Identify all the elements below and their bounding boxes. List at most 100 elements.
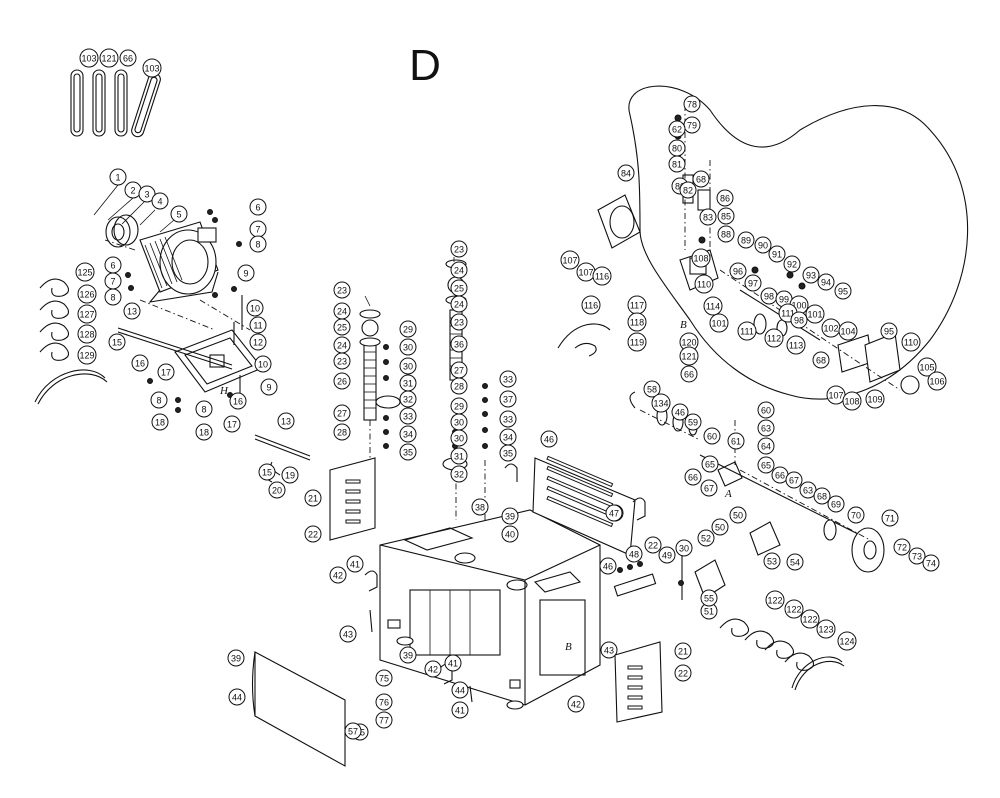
- callout-label: 11: [253, 321, 262, 331]
- sub-label-h: H: [219, 385, 229, 397]
- callout-22: 22: [674, 664, 692, 682]
- callout-89: 89: [737, 231, 755, 249]
- callout-label: 92: [787, 260, 797, 270]
- callout-label: 122: [767, 596, 782, 606]
- callout-15: 15: [258, 463, 276, 481]
- callout-label: 101: [711, 319, 726, 329]
- callout-label: 119: [630, 338, 644, 348]
- callout-label: 46: [544, 435, 554, 445]
- callout-label: 30: [403, 362, 413, 372]
- callout-67: 67: [700, 479, 718, 497]
- callout-label: 39: [403, 651, 413, 661]
- callout-106: 106: [927, 371, 947, 391]
- callout-label: 58: [647, 385, 657, 395]
- callout-33: 33: [499, 370, 517, 388]
- callout-7: 7: [104, 272, 122, 290]
- callout-17: 17: [223, 415, 241, 433]
- callout-103: 103: [142, 58, 162, 78]
- callout-label: 23: [454, 318, 464, 328]
- callout-74: 74: [922, 554, 940, 572]
- callout-label: 94: [821, 278, 831, 288]
- callout-label: 100: [791, 301, 806, 311]
- callout-label: 112: [767, 334, 781, 344]
- callout-label: 123: [818, 625, 833, 635]
- hinge-brackets: [364, 463, 646, 710]
- callout-label: 67: [789, 476, 799, 486]
- callout-label: 50: [715, 523, 725, 533]
- callout-label: 70: [851, 511, 861, 521]
- callout-72: 72: [893, 538, 911, 556]
- callout-50: 50: [729, 506, 747, 524]
- callout-88: 88: [717, 225, 735, 243]
- callout-103: 103: [79, 48, 99, 68]
- callout-65: 65: [701, 455, 719, 473]
- callout-39: 39: [501, 507, 519, 525]
- callout-16: 16: [131, 354, 149, 372]
- callout-20: 20: [268, 481, 286, 499]
- callout-91: 91: [768, 245, 786, 263]
- callout-label: 89: [741, 236, 751, 246]
- callout-101: 101: [709, 313, 729, 333]
- callout-label: 29: [403, 325, 413, 335]
- callout-label: 6: [110, 261, 115, 271]
- callout-3: 3: [138, 185, 156, 203]
- callout-label: 86: [720, 194, 730, 204]
- callout-24: 24: [450, 261, 468, 279]
- callout-label: 99: [779, 295, 789, 305]
- callout-25: 25: [450, 279, 468, 297]
- callout-27: 27: [333, 404, 351, 422]
- callout-126: 126: [77, 284, 97, 304]
- callout-label: 13: [281, 417, 291, 427]
- callout-101: 101: [805, 304, 825, 324]
- callout-4: 4: [151, 192, 169, 210]
- callout-61: 61: [727, 432, 745, 450]
- callout-label: 13: [127, 307, 137, 317]
- callout-71: 71: [881, 509, 899, 527]
- callout-108: 108: [842, 391, 862, 411]
- callout-44: 44: [451, 681, 469, 699]
- callout-label: 111: [781, 309, 795, 319]
- callout-7: 7: [249, 220, 267, 238]
- callout-label: 66: [123, 54, 133, 64]
- callout-label: 1: [115, 173, 120, 183]
- callout-label: 108: [844, 397, 859, 407]
- callout-label: 106: [929, 377, 944, 387]
- callout-118: 118: [627, 312, 647, 332]
- callout-label: 93: [806, 271, 816, 281]
- callout-label: 18: [155, 418, 165, 428]
- callout-97: 97: [744, 274, 762, 292]
- callout-95: 95: [880, 322, 898, 340]
- callout-43: 43: [339, 625, 357, 643]
- callout-label: 78: [687, 100, 697, 110]
- callout-label: 8: [156, 396, 161, 406]
- callout-label: 8: [255, 240, 260, 250]
- callout-129: 129: [77, 345, 97, 365]
- callout-label: 84: [621, 169, 631, 179]
- callout-119: 119: [627, 332, 647, 352]
- callout-label: 16: [233, 397, 243, 407]
- callout-label: 126: [79, 290, 94, 300]
- callout-16: 16: [229, 392, 247, 410]
- callout-98: 98: [760, 287, 778, 305]
- callout-47: 47: [605, 504, 623, 522]
- callout-25: 25: [333, 318, 351, 336]
- callout-30: 30: [399, 338, 417, 356]
- callout-134: 134: [651, 393, 671, 413]
- callout-29: 29: [450, 397, 468, 415]
- callout-36: 36: [450, 335, 468, 353]
- callout-label: 24: [337, 307, 347, 317]
- callout-label: 76: [379, 698, 389, 708]
- callout-label: 74: [926, 559, 936, 569]
- callout-94: 94: [817, 273, 835, 291]
- callout-label: 24: [337, 341, 347, 351]
- callout-label: 37: [503, 395, 513, 405]
- callout-28: 28: [450, 377, 468, 395]
- callout-label: 107: [578, 268, 593, 278]
- callout-85: 85: [717, 207, 735, 225]
- switch-assembly: [613, 521, 781, 600]
- callout-label: 35: [503, 449, 513, 459]
- sub-label-a: A: [724, 488, 732, 500]
- callout-label: 68: [816, 356, 826, 366]
- callout-label: 23: [337, 286, 347, 296]
